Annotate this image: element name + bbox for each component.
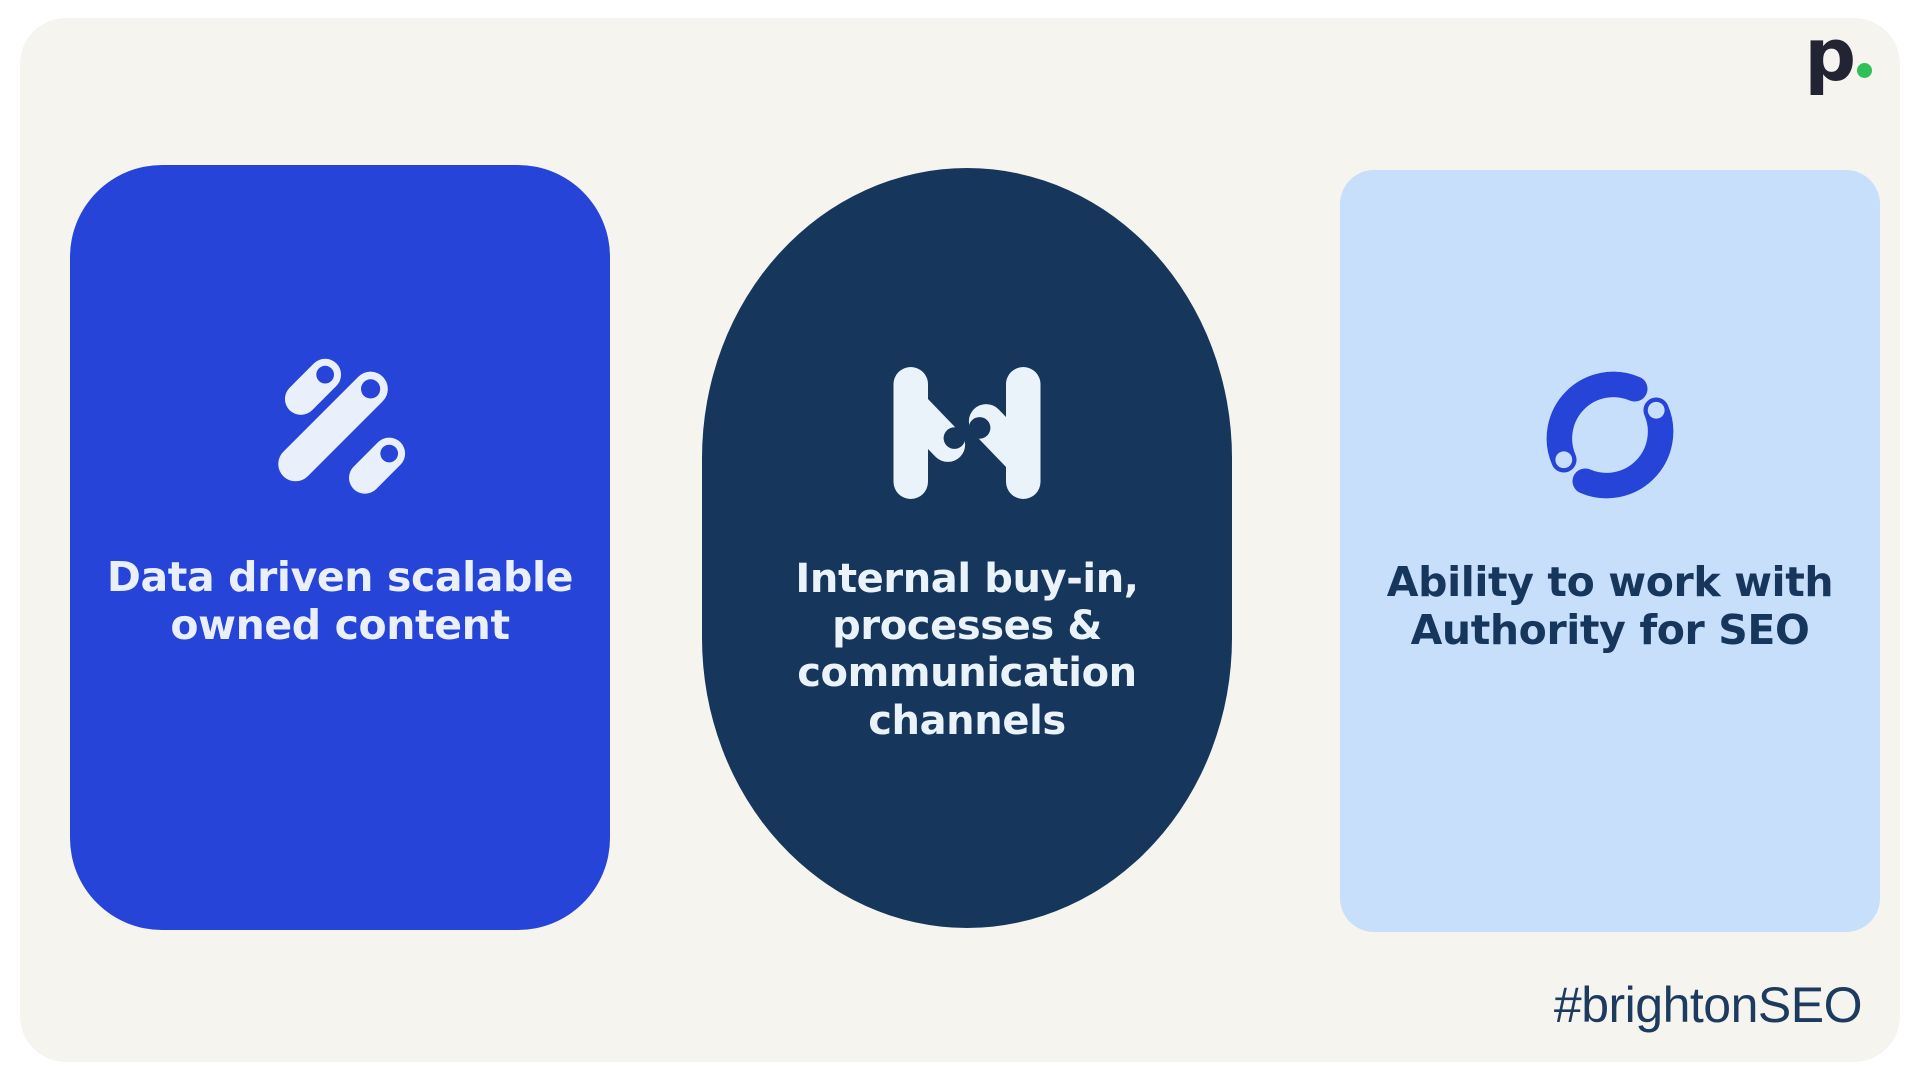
card-data-driven-scalable-owned-content[interactable]: Data driven scalable owned content [70,165,610,930]
card-title: Data driven scalable owned content [106,553,574,650]
event-hashtag: #brightonSEO [1553,977,1863,1033]
card-internal-buy-in-processes-communication-channels[interactable]: Internal buy-in, processes & communicati… [702,168,1232,928]
percent-bars-icon [278,358,406,494]
card-title: Ability to work with Authority for SEO [1386,558,1834,655]
brand-logo: p [1804,13,1872,97]
card-ability-to-work-with-authority-for-seo[interactable]: Ability to work with Authority for SEO [1340,170,1880,932]
letter-n-nodes-icon [893,367,1041,499]
card-title: Internal buy-in, processes & communicati… [795,556,1139,744]
logo-letter-p: p [1804,13,1856,97]
broken-circle-arcs-icon [1546,371,1674,499]
logo-green-dot-icon [1857,63,1872,79]
